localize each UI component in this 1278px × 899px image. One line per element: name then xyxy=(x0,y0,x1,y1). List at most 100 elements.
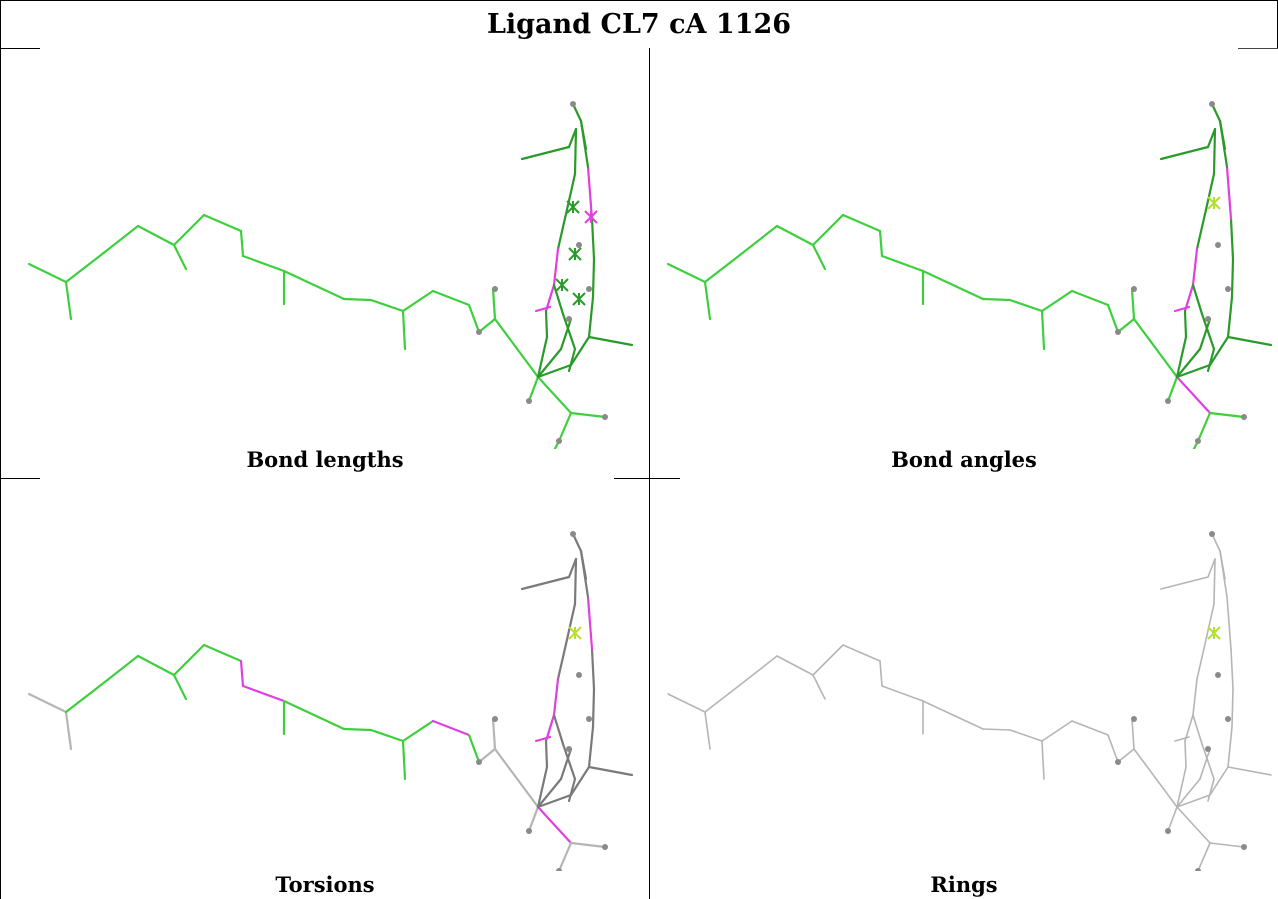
bond xyxy=(878,229,884,258)
bond xyxy=(172,643,206,677)
bond xyxy=(738,224,779,257)
bond xyxy=(1213,558,1216,605)
atom-marker xyxy=(556,438,562,444)
bond xyxy=(1009,729,1043,742)
bond xyxy=(536,777,563,809)
ring-centroid-marker xyxy=(555,278,569,292)
bond xyxy=(561,312,577,351)
bond xyxy=(571,102,583,123)
bond xyxy=(557,841,573,871)
bond xyxy=(401,719,435,743)
atom-marker xyxy=(1165,398,1171,404)
bond xyxy=(431,289,471,307)
atom-marker xyxy=(570,101,576,107)
bond xyxy=(1175,363,1212,379)
bond xyxy=(1183,309,1188,339)
bond xyxy=(879,660,883,687)
panel-caption: Bond angles xyxy=(891,447,1037,472)
row-divider-left xyxy=(0,478,40,479)
bond xyxy=(703,253,742,284)
atom-marker xyxy=(1209,101,1215,107)
bond xyxy=(536,765,549,809)
atom-marker xyxy=(1115,759,1121,765)
bond xyxy=(1176,778,1201,808)
border-top xyxy=(0,0,1278,1)
bond xyxy=(520,575,571,591)
bond xyxy=(1211,533,1221,552)
bond xyxy=(982,728,1011,731)
bond xyxy=(1176,766,1187,808)
border-left xyxy=(0,0,1,899)
bond xyxy=(552,677,560,717)
panel-caption: Torsions xyxy=(275,872,375,897)
bond xyxy=(467,733,481,764)
bond xyxy=(1071,720,1109,736)
bond xyxy=(1204,603,1215,645)
title-divider-left xyxy=(0,48,40,49)
bond xyxy=(1107,734,1119,763)
bond xyxy=(667,693,706,713)
bond xyxy=(587,295,595,339)
bond xyxy=(552,283,565,316)
bond xyxy=(1198,317,1212,351)
atom-marker xyxy=(1195,438,1201,444)
panel-rings: Rings xyxy=(650,479,1278,899)
bond xyxy=(1200,312,1216,351)
bond xyxy=(567,777,577,803)
bond xyxy=(921,269,985,301)
panel-caption: Rings xyxy=(930,872,998,897)
bond xyxy=(556,212,568,251)
bond xyxy=(172,243,188,271)
bond xyxy=(1192,714,1203,745)
molecule-view-rings xyxy=(667,531,1272,871)
bond xyxy=(27,692,68,714)
bond xyxy=(564,172,577,216)
bond xyxy=(401,289,435,313)
atom-marker xyxy=(566,316,572,322)
ring-centroid-marker xyxy=(568,247,582,261)
figure-title: Ligand CL7 cA 1126 xyxy=(486,8,792,40)
bond xyxy=(591,257,596,299)
bond xyxy=(1175,347,1202,379)
bond xyxy=(527,375,540,403)
ring-centroid-marker xyxy=(568,626,582,640)
panel-caption: Bond lengths xyxy=(246,447,404,472)
bond xyxy=(544,739,549,769)
bond xyxy=(1160,576,1209,590)
atom-marker xyxy=(586,286,592,292)
atom-marker xyxy=(556,868,562,871)
bond xyxy=(172,213,206,247)
atom-marker xyxy=(1131,716,1137,722)
bond xyxy=(1196,411,1212,443)
bond xyxy=(491,287,497,321)
bond xyxy=(1196,643,1206,680)
atom-marker xyxy=(570,531,576,537)
bond xyxy=(1230,648,1234,690)
bond xyxy=(527,805,540,833)
bond xyxy=(1173,305,1191,313)
bond xyxy=(1174,736,1190,742)
bond xyxy=(1195,212,1207,251)
bond xyxy=(1229,217,1235,261)
bond xyxy=(493,747,540,809)
ring-centroid-marker xyxy=(584,210,598,224)
bond xyxy=(776,655,814,676)
atom-marker xyxy=(586,716,592,722)
bond xyxy=(282,269,346,301)
bond xyxy=(881,685,924,702)
bond xyxy=(1159,145,1210,161)
atom-marker xyxy=(526,398,532,404)
bond xyxy=(586,165,594,221)
atom-marker xyxy=(602,414,608,420)
bond xyxy=(1218,119,1227,151)
bond xyxy=(579,549,588,581)
bond xyxy=(1227,726,1233,768)
bond xyxy=(1225,165,1233,221)
bond xyxy=(556,642,568,681)
bond xyxy=(1176,806,1211,844)
bond xyxy=(775,224,815,247)
bond xyxy=(1175,375,1212,415)
bond xyxy=(64,280,73,321)
atom-marker xyxy=(1165,828,1171,834)
